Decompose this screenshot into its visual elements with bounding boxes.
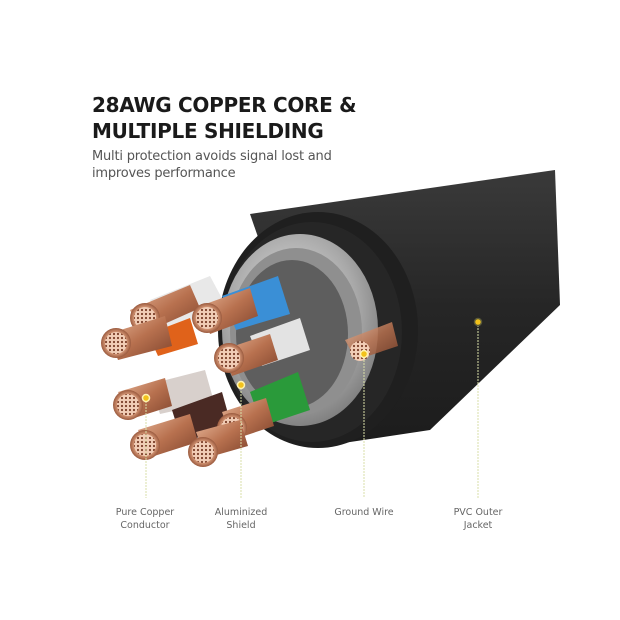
callout-dot-ground <box>359 349 369 359</box>
callout-text: Jacket <box>463 520 493 531</box>
callout-label-pure-copper-conductor: Pure Copper Conductor <box>95 506 195 532</box>
wire-white-middle <box>214 318 310 376</box>
title-line-1: 28AWG COPPER CORE & <box>92 93 357 117</box>
callout-text: Aluminized <box>214 507 268 518</box>
callout-label-aluminized-shield: Aluminized Shield <box>191 506 291 532</box>
page-title: 28AWG COPPER CORE & MULTIPLE SHIELDING <box>92 92 357 144</box>
subtitle-line-1: Multi protection avoids signal lost and <box>92 149 332 164</box>
callout-dot-shield <box>236 380 246 390</box>
callout-text: PVC Outer <box>453 507 503 518</box>
callout-dot-jacket <box>473 317 483 327</box>
wire-orange <box>101 316 198 360</box>
callout-dot-copper <box>141 393 151 403</box>
callout-label-ground-wire: Ground Wire <box>314 506 414 519</box>
callout-label-pvc-outer-jacket: PVC Outer Jacket <box>428 506 528 532</box>
title-line-2: MULTIPLE SHIELDING <box>92 119 324 143</box>
callout-text: Ground Wire <box>334 507 394 518</box>
wire-blue <box>192 276 290 334</box>
callout-text: Shield <box>226 520 256 531</box>
subtitle: Multi protection avoids signal lost and … <box>92 148 332 182</box>
wire-pairs <box>101 276 310 467</box>
callout-text: Conductor <box>120 520 170 531</box>
callout-leaders <box>141 317 483 498</box>
callout-text: Pure Copper <box>115 507 175 518</box>
wire-white-bottom <box>188 420 248 467</box>
subtitle-line-2: improves performance <box>92 166 236 181</box>
